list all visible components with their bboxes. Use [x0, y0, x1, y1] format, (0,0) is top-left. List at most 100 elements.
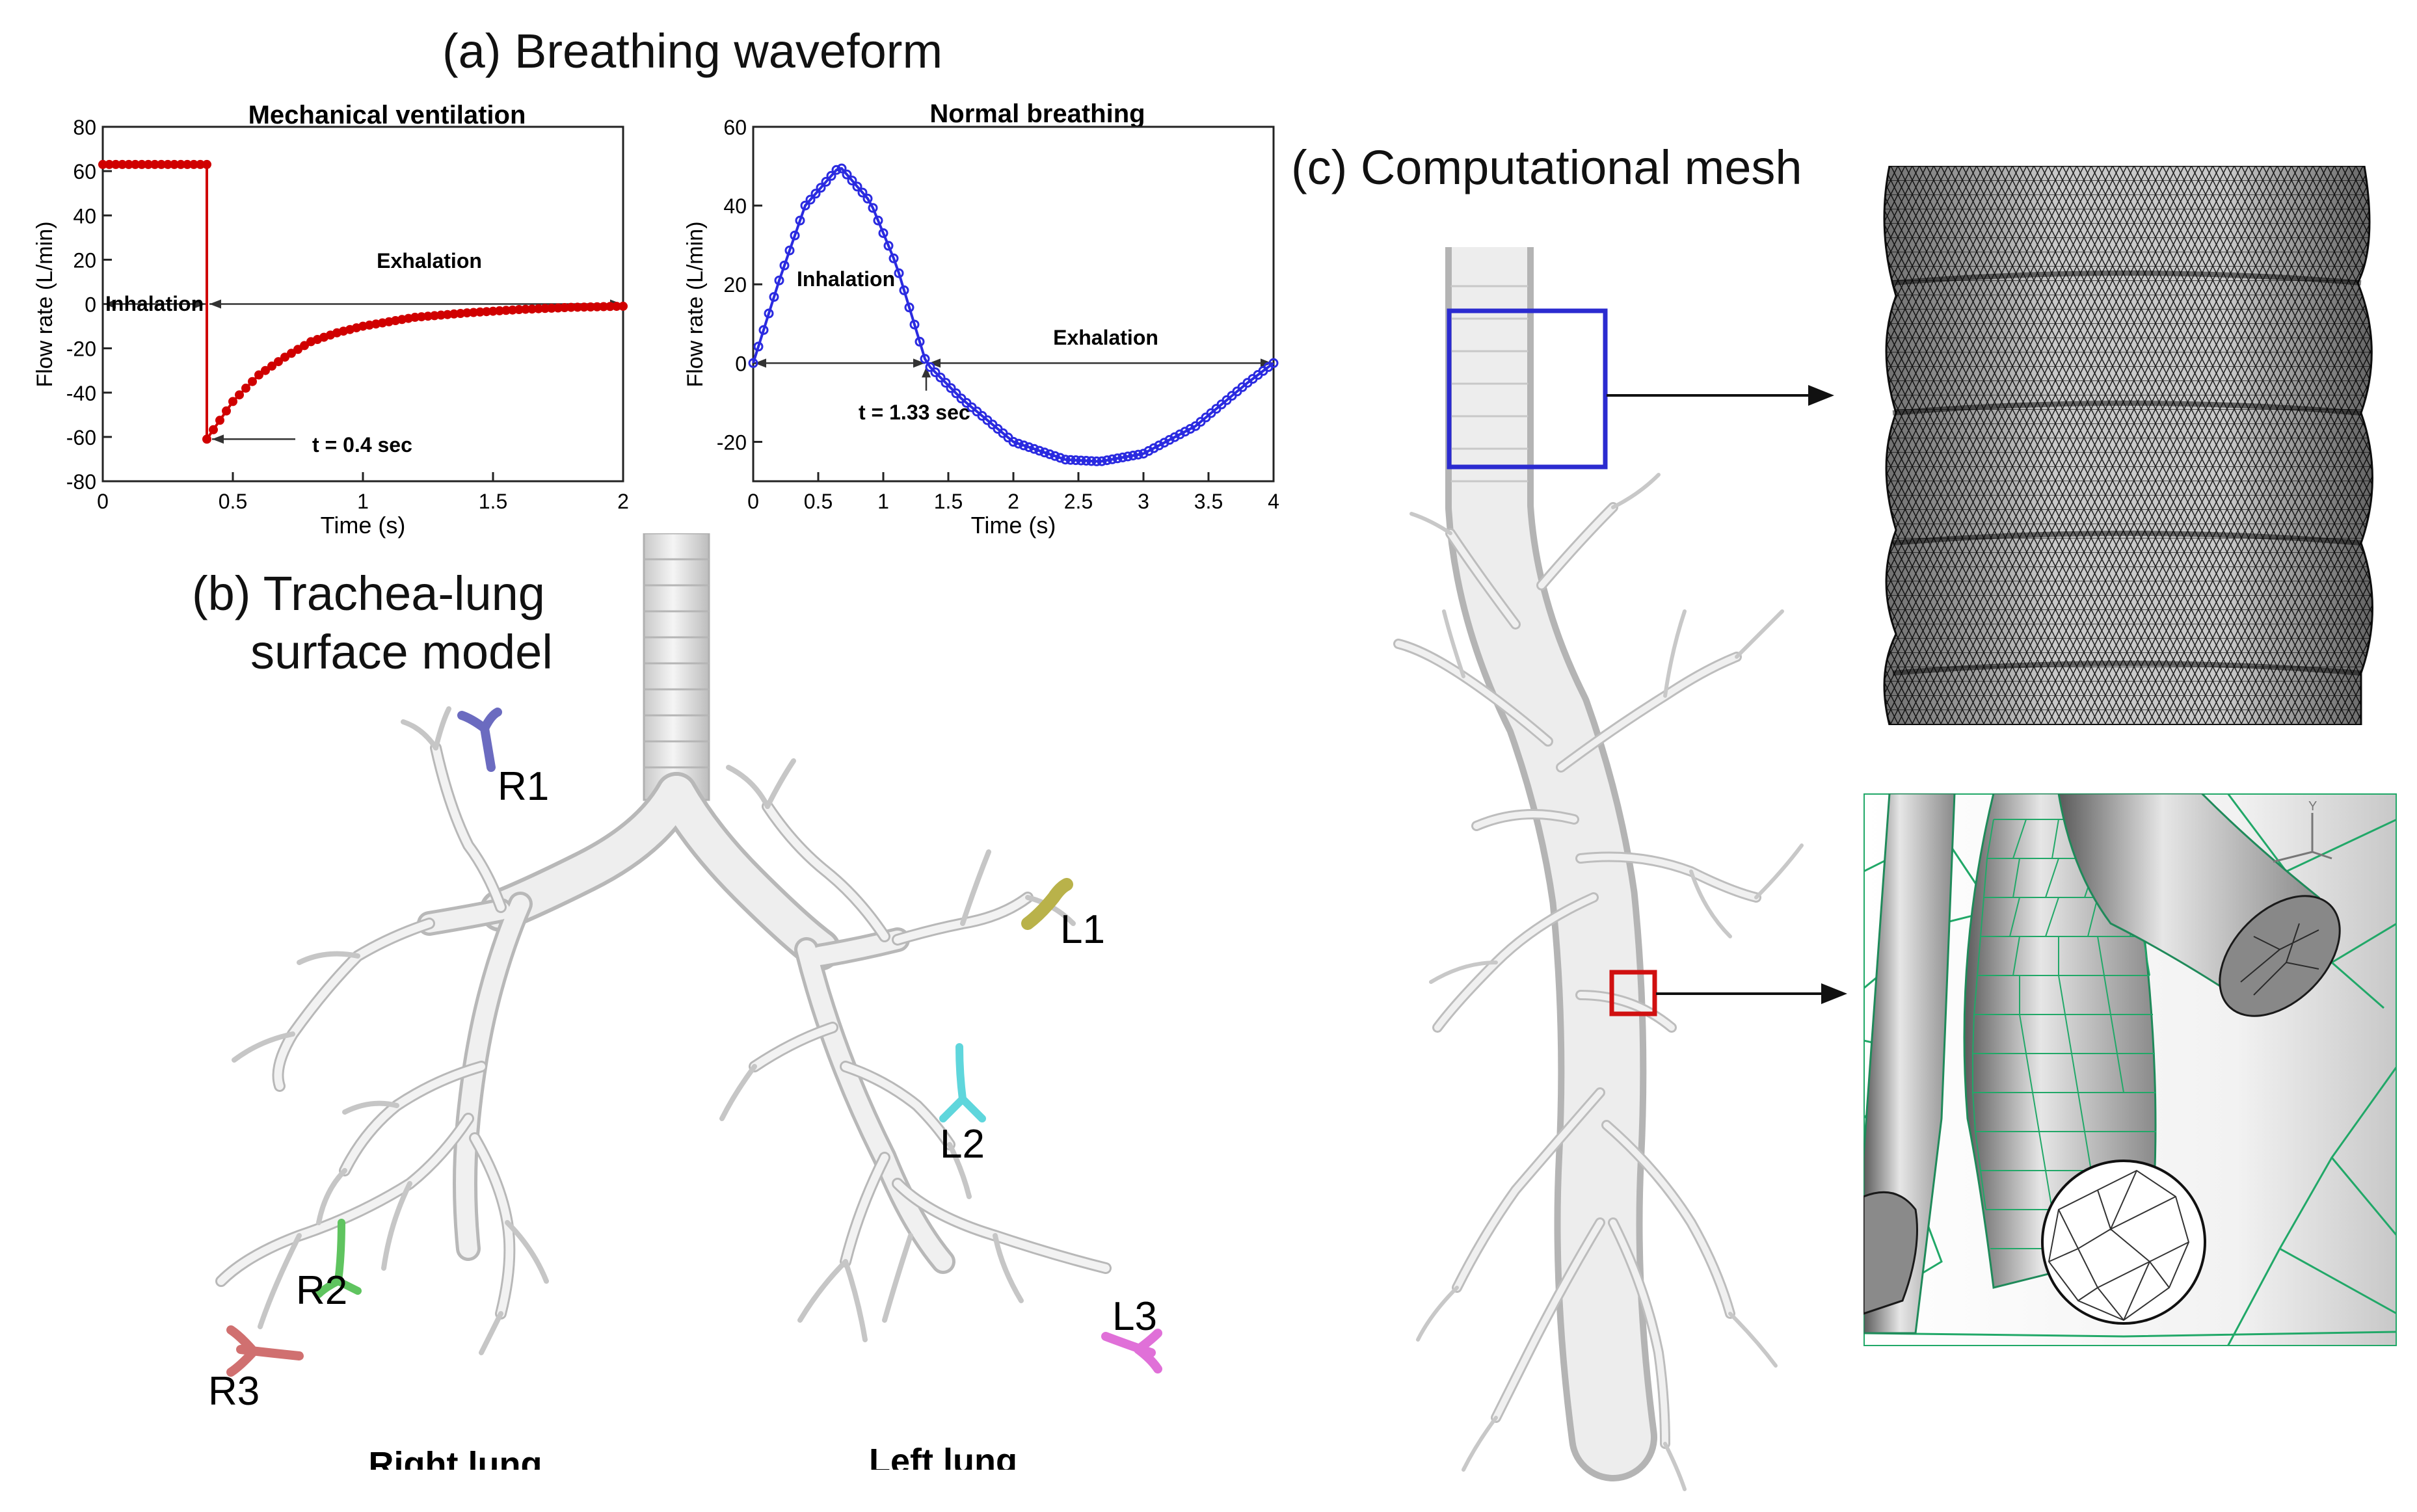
arrow-head — [212, 434, 224, 444]
y-tick-label: -80 — [66, 470, 96, 494]
panel-c-title: (c) Computational mesh — [1291, 140, 1802, 194]
y-tick-label: 60 — [723, 116, 747, 139]
data-point — [619, 301, 628, 311]
x-tick-label: 2 — [1008, 490, 1019, 513]
data-point — [857, 187, 868, 198]
y-tick-label: 40 — [73, 204, 96, 228]
outlet-r1 — [457, 708, 502, 772]
y-tick-label: -60 — [66, 426, 96, 449]
data-point — [805, 194, 816, 205]
mechanical-ventilation-chart: Mechanical ventilation -80-60-40-2002040… — [33, 101, 629, 538]
data-point — [784, 245, 795, 256]
data-point — [1107, 454, 1117, 464]
panel-b-title-line2: surface model — [250, 625, 553, 679]
data-point — [293, 345, 302, 354]
data-point — [925, 362, 935, 372]
data-point — [1133, 449, 1143, 460]
zoom-arrow-bottom — [1656, 983, 1847, 1004]
outlet-r2 — [315, 1219, 362, 1298]
y-tick-label: 20 — [73, 248, 96, 272]
label-r1: R1 — [498, 764, 549, 809]
zoom-box-small-airway — [1609, 970, 1657, 1016]
exhalation-label: Exhalation — [377, 249, 482, 272]
data-point — [261, 365, 270, 375]
x-tick-label: 2.5 — [1064, 490, 1093, 513]
y-tick-label: 0 — [735, 352, 747, 375]
data-point — [1268, 358, 1279, 368]
data-point — [300, 341, 309, 351]
data-point — [235, 390, 244, 400]
data-point — [941, 378, 951, 388]
data-point — [1071, 455, 1081, 466]
arrow-head — [194, 299, 206, 309]
panel-a-title: (a) Breathing waveform — [442, 24, 943, 78]
data-point — [1045, 449, 1055, 459]
data-point — [915, 336, 925, 347]
data-point — [831, 165, 842, 175]
data-point — [930, 367, 941, 377]
data-point — [1065, 455, 1076, 465]
data-point — [274, 357, 283, 367]
arrow-head — [929, 358, 941, 368]
x-axis-label: Time (s) — [971, 512, 1056, 538]
trachea — [643, 533, 710, 801]
data-point — [758, 325, 769, 335]
y-tick-label: 40 — [723, 194, 747, 218]
data-point — [254, 370, 263, 380]
x-tick-label: 0 — [97, 490, 109, 513]
data-point — [935, 373, 946, 382]
label-r2: R2 — [296, 1268, 347, 1313]
y-tick-label: 0 — [85, 293, 96, 317]
data-point — [790, 230, 800, 241]
x-axis-label: Time (s) — [321, 512, 406, 538]
data-point — [1091, 456, 1102, 466]
data-point — [222, 406, 231, 416]
x-tick-label: 0.5 — [804, 490, 833, 513]
trachea-mesh-inset — [1883, 166, 2373, 725]
series — [98, 159, 628, 444]
y-tick-label: -40 — [66, 382, 96, 405]
axis-y-label: Y — [2308, 799, 2317, 814]
y-tick-label: 20 — [723, 273, 747, 297]
data-point — [1050, 451, 1060, 461]
data-point — [1117, 452, 1128, 462]
data-point — [946, 383, 956, 393]
data-point — [1086, 456, 1097, 466]
y-tick-label: 80 — [73, 116, 96, 139]
time-annotation: t = 1.33 sec — [859, 401, 970, 424]
data-point — [774, 275, 784, 285]
time-annotation: t = 0.4 sec — [312, 433, 412, 457]
data-point — [847, 176, 857, 186]
data-point — [1013, 438, 1024, 449]
small-airway-mesh-inset: Y — [1863, 793, 2397, 1346]
x-tick-label: 3 — [1138, 490, 1149, 513]
arrow-head — [913, 358, 925, 368]
x-tick-label: 0.5 — [219, 490, 247, 513]
left-lung-label: Left lung — [869, 1442, 1017, 1470]
data-point — [899, 285, 909, 295]
y-axis-label: Flow rate (L/min) — [33, 221, 57, 387]
exhalation-label: Exhalation — [1053, 326, 1158, 349]
x-tick-label: 4 — [1268, 490, 1279, 513]
data-point — [215, 416, 224, 425]
x-tick-label: 2 — [617, 490, 629, 513]
y-tick-label: 60 — [73, 160, 96, 183]
data-point — [287, 349, 296, 358]
data-point — [1008, 436, 1019, 447]
data-point — [202, 434, 211, 444]
data-point — [810, 189, 821, 199]
data-point — [852, 181, 862, 192]
data-point — [1123, 451, 1133, 462]
x-tick-label: 1 — [877, 490, 889, 513]
axis-gizmo — [2273, 813, 2332, 863]
inhalation-label: Inhalation — [105, 292, 204, 315]
data-point — [951, 388, 961, 399]
data-point — [816, 183, 826, 193]
outlet-r3 — [226, 1325, 304, 1377]
inhalation-label: Inhalation — [797, 267, 895, 291]
airway-branches — [215, 706, 1112, 1355]
x-tick-label: 3.5 — [1194, 490, 1223, 513]
